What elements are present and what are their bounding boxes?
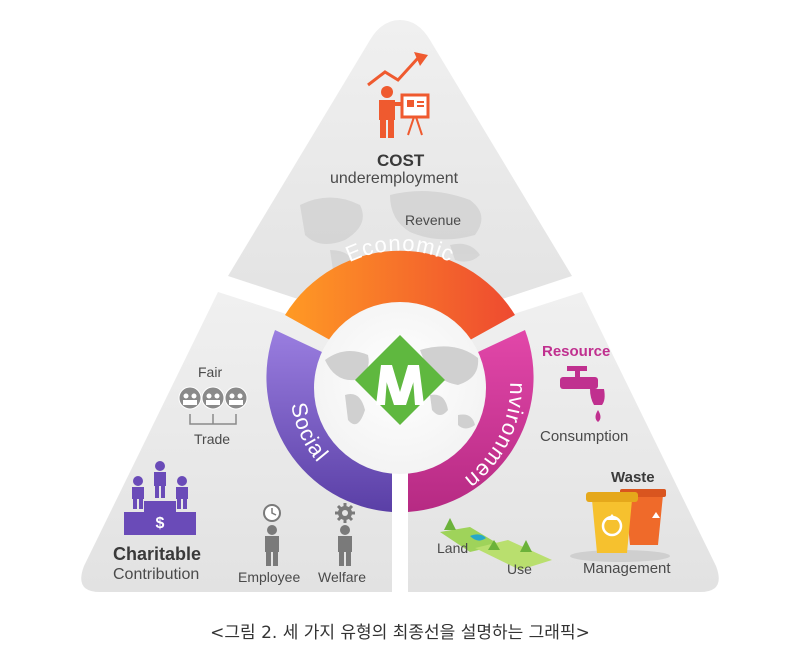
figure-caption: <그림 2. 세 가지 유형의 최종선을 설명하는 그래픽> (210, 623, 590, 643)
management-label: Management (583, 560, 671, 577)
faucet-icon (560, 366, 605, 422)
resource-label: Resource (542, 343, 611, 360)
environment-ring-segment (408, 330, 534, 512)
cost-label: COST (377, 151, 425, 170)
trade-label: Trade (194, 431, 231, 447)
fair-trade-icon (178, 386, 248, 425)
presenter-chart-icon (367, 52, 430, 138)
waste-label: Waste (611, 469, 655, 486)
economic-panel (228, 20, 572, 330)
use-label: Use (507, 561, 532, 577)
center-logo (355, 335, 445, 425)
contribution-label: Contribution (113, 566, 200, 583)
world-map-background (300, 191, 482, 274)
welfare-gear-icon (335, 503, 355, 566)
economic-ring-segment (285, 250, 515, 340)
center-world-map (325, 346, 479, 429)
ring (266, 250, 534, 512)
charitable-label: Charitable (113, 544, 202, 564)
charitable-podium-icon: $ (124, 461, 196, 535)
welfare-label: Welfare (318, 569, 366, 585)
underemployment-label: underemployment (330, 170, 459, 187)
social-ring-segment (266, 330, 392, 512)
employee-clock-icon (263, 504, 281, 566)
recycle-bins-icon (570, 489, 670, 562)
revenue-label: Revenue (405, 212, 462, 228)
employee-label: Employee (238, 569, 301, 585)
fair-label: Fair (198, 364, 223, 380)
consumption-label: Consumption (540, 428, 629, 445)
svg-text:$: $ (156, 515, 165, 532)
land-use-icon (440, 518, 552, 570)
land-label: Land (437, 540, 469, 556)
